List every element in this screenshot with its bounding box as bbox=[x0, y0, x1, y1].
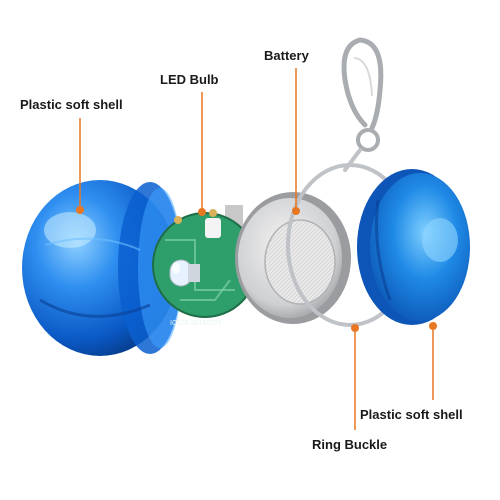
left-plastic-shell bbox=[22, 180, 182, 356]
led-bulb bbox=[169, 259, 200, 287]
leader-lines bbox=[76, 68, 437, 430]
label-led-bulb: LED Bulb bbox=[160, 72, 219, 87]
pcb-markings: IC518 20160727 bbox=[170, 320, 222, 327]
label-battery: Battery bbox=[264, 48, 309, 63]
label-ring-buckle: Ring Buckle bbox=[312, 437, 388, 452]
label-plastic-soft-shell-left: Plastic soft shell bbox=[20, 97, 123, 112]
right-plastic-shell bbox=[357, 169, 470, 325]
label-plastic-soft-shell-right: Plastic soft shell bbox=[360, 407, 463, 422]
